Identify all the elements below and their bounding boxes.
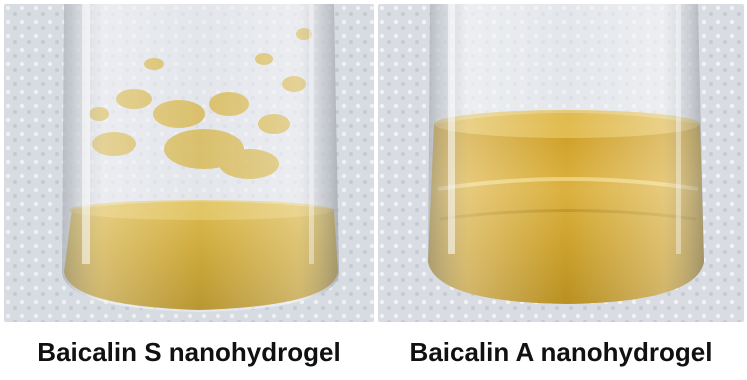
photo-baicalin-s-vial <box>4 4 374 322</box>
caption-baicalin-s: Baicalin S nanohydrogel <box>37 337 341 367</box>
vial-a-illustration <box>378 4 744 322</box>
vial-glass-overlay <box>428 4 704 304</box>
photo-baicalin-a-vial <box>378 4 744 322</box>
vial-s-illustration <box>4 4 374 322</box>
caption-baicalin-a: Baicalin A nanohydrogel <box>409 337 713 367</box>
vial-glass-overlay <box>62 4 339 312</box>
